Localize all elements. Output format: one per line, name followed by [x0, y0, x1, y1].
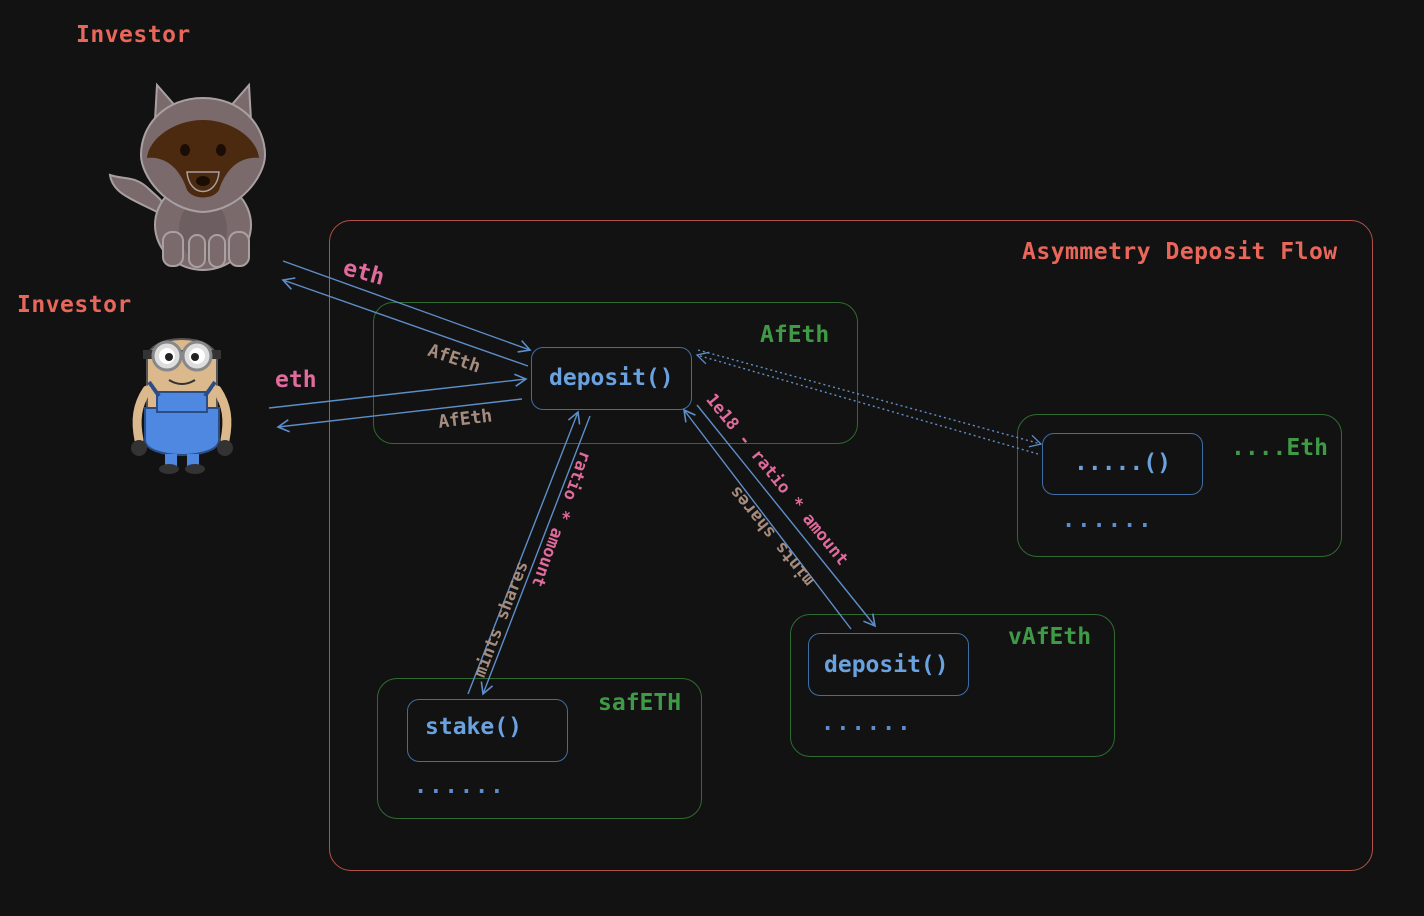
- safeth-contract-box: [377, 678, 702, 819]
- vafeth-deposit-label: deposit(): [824, 652, 949, 678]
- other-eth-method[interactable]: [1042, 433, 1203, 495]
- investor-label-bottom: Investor: [17, 292, 132, 318]
- afeth-deposit-label: deposit(): [549, 365, 674, 391]
- flow-label-eth-bottom: eth: [275, 367, 317, 393]
- vafeth-deposit-method[interactable]: [808, 633, 969, 696]
- vafeth-more: ......: [821, 711, 913, 736]
- afeth-title: AfEth: [760, 322, 830, 348]
- safeth-stake-method[interactable]: [407, 699, 568, 762]
- safeth-title: safETH: [598, 690, 682, 716]
- frame-title: Asymmetry Deposit Flow: [1022, 239, 1338, 265]
- arrow-from-other-eth: [695, 351, 1039, 455]
- other-eth-more: ......: [1062, 508, 1154, 533]
- other-eth-title: ....Eth: [1231, 435, 1328, 461]
- minion-icon: [131, 338, 233, 474]
- arrow-afeth-bottom: [276, 398, 523, 433]
- deposit-flow-frame: [329, 220, 1373, 871]
- vafeth-title: vAfEth: [1008, 624, 1092, 650]
- arrow-to-other-eth: [697, 349, 1043, 448]
- arrow-eth-bottom: [268, 373, 528, 409]
- other-eth-method-label: .....(): [1074, 450, 1171, 476]
- vafeth-contract-box: [790, 614, 1115, 757]
- afeth-deposit-method[interactable]: [531, 347, 692, 410]
- arrow-from-vafeth: [682, 408, 852, 630]
- afeth-contract-box: [373, 302, 858, 444]
- arrow-to-vafeth: [696, 404, 877, 628]
- other-eth-contract-box: [1017, 414, 1342, 557]
- arrow-eth-top: [282, 260, 532, 353]
- arrow-from-stake: [467, 410, 581, 695]
- arrow-to-stake: [480, 415, 591, 696]
- safeth-more: ......: [414, 774, 506, 799]
- wolf-icon: [108, 82, 267, 271]
- safeth-stake-label: stake(): [425, 714, 522, 740]
- investor-label-top: Investor: [76, 22, 191, 48]
- arrow-afeth-top: [281, 277, 529, 367]
